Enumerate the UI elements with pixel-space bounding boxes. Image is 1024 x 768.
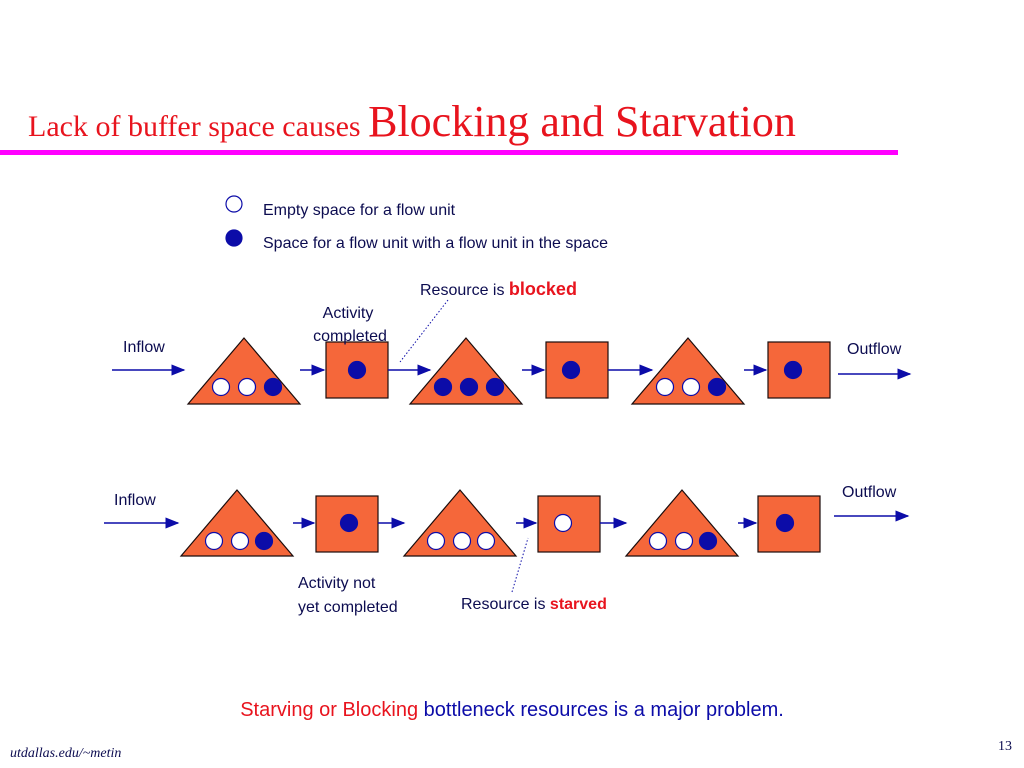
row2-buffer-3-slot-3-full bbox=[698, 531, 718, 551]
row1-resource-1-unit-full bbox=[347, 360, 367, 380]
title-underline bbox=[0, 150, 898, 155]
row2-buffer-1-slot-3-full bbox=[254, 531, 274, 551]
row2-resource-1-unit-full bbox=[339, 513, 359, 533]
row1-buffer-2-slot-2-full bbox=[459, 377, 479, 397]
row1-buffer-2-slot-3-full bbox=[485, 377, 505, 397]
row1-buffer-1-slot-1-empty bbox=[211, 377, 231, 397]
row1-outflow-label: Outflow bbox=[847, 341, 902, 358]
row2-buffer-1-slot-1-empty bbox=[204, 531, 224, 551]
row1-buffer-3-slot-2-empty bbox=[681, 377, 701, 397]
row1-inflow-label: Inflow bbox=[123, 339, 165, 356]
row2-inflow-label: Inflow bbox=[114, 492, 156, 509]
row2-status-pointer bbox=[511, 537, 529, 593]
row1-activity-label-line2: completed bbox=[313, 328, 387, 345]
row-blocking-process: Inflow Outflow Activity completed Resour… bbox=[112, 279, 912, 405]
footer-source: utdallas.edu/~metin bbox=[10, 746, 121, 761]
legend-full-icon bbox=[225, 229, 243, 247]
row2-resource-3-unit-full bbox=[775, 513, 795, 533]
row2-buffer-2-slot-1-empty bbox=[426, 531, 446, 551]
row2-buffer-3-slot-1-empty bbox=[648, 531, 668, 551]
row1-status-label: Resource is blocked bbox=[420, 279, 577, 299]
slide-title: Lack of buffer space causes Blocking and… bbox=[28, 97, 796, 146]
legend-empty-icon bbox=[225, 195, 243, 213]
row1-buffer-1-slot-2-empty bbox=[237, 377, 257, 397]
row1-resource-3 bbox=[767, 341, 831, 399]
row2-resource-2-unit-empty bbox=[553, 513, 573, 533]
row2-status-label: Resource is starved bbox=[461, 596, 607, 613]
row2-buffer-3-slot-2-empty bbox=[674, 531, 694, 551]
row1-resource-2-unit-full bbox=[561, 360, 581, 380]
row1-activity-label-line1: Activity bbox=[323, 305, 374, 322]
row1-buffer-2-slot-1-full bbox=[433, 377, 453, 397]
row2-outflow-label: Outflow bbox=[842, 484, 897, 501]
row2-buffer-2-slot-3-empty bbox=[476, 531, 496, 551]
row2-activity-label-line2: yet completed bbox=[298, 599, 398, 616]
page-number: 13 bbox=[998, 739, 1012, 754]
row2-buffer-1-slot-2-empty bbox=[230, 531, 250, 551]
bottom-note: Starving or Blocking bottleneck resource… bbox=[240, 699, 784, 721]
row-starvation-process: Inflow Outflow Activity not yet complete… bbox=[104, 484, 910, 616]
row1-buffer-3-slot-3-full bbox=[707, 377, 727, 397]
legend-full-label: Space for a flow unit with a flow unit i… bbox=[263, 235, 608, 252]
row1-resource-3-unit-full bbox=[783, 360, 803, 380]
row2-buffer-2-slot-2-empty bbox=[452, 531, 472, 551]
legend-empty-label: Empty space for a flow unit bbox=[263, 202, 456, 219]
row1-buffer-1-slot-3-full bbox=[263, 377, 283, 397]
row1-buffer-3-slot-1-empty bbox=[655, 377, 675, 397]
row2-activity-label-line1: Activity not bbox=[298, 575, 376, 592]
row1-status-pointer bbox=[399, 299, 449, 363]
